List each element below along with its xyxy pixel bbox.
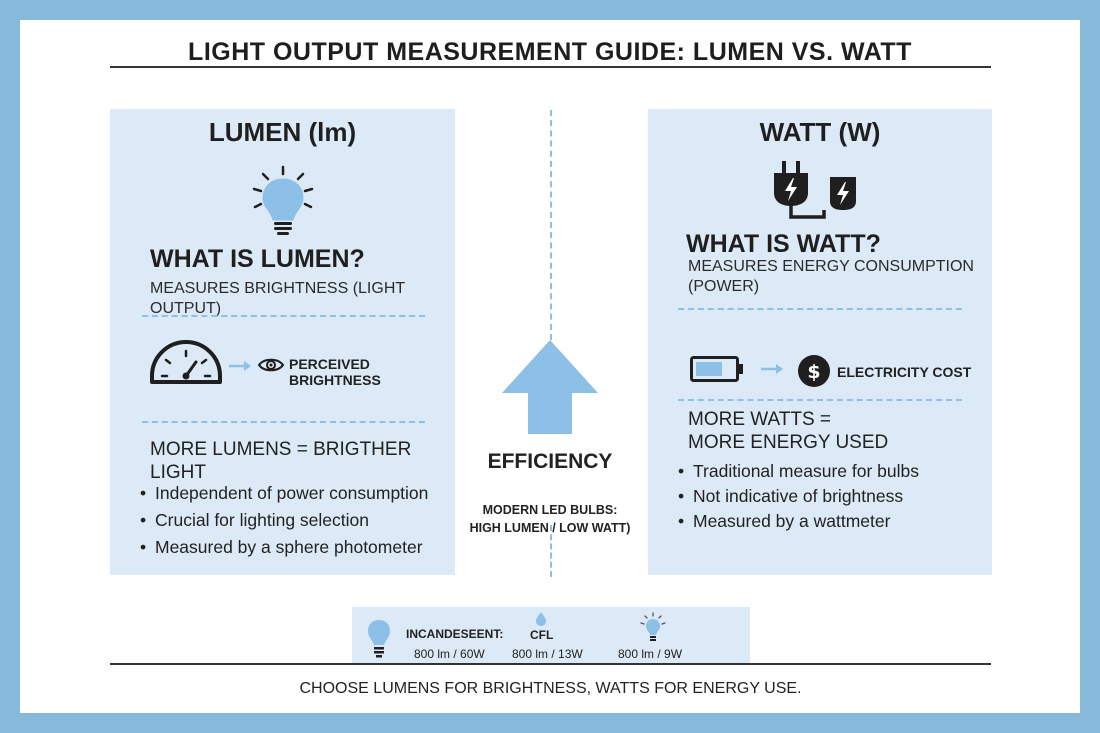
title-divider [110, 66, 991, 68]
list-item: Measured by a wattmeter [678, 509, 919, 534]
center-divider-bottom [550, 525, 552, 577]
led-bulb-icon [639, 612, 667, 649]
led-value: 800 lm / 9W [618, 647, 683, 661]
gauge-icon [148, 338, 224, 391]
battery-icon [690, 356, 744, 387]
watt-divider-1 [678, 308, 962, 310]
watt-title: WATT (W) [759, 117, 881, 147]
eye-icon [257, 356, 285, 379]
watt-claim-line-1: MORE WATTS = [688, 409, 832, 430]
watt-divider-2 [678, 399, 962, 401]
lumen-subtitle: MEASURES BRIGHTNESS (LIGHT OUTPUT) [150, 280, 405, 317]
lumen-heading: WHAT IS LUMEN? [150, 245, 365, 273]
watt-subtitle: MEASURES ENERGY CONSUMPTION (POWER) [688, 257, 974, 297]
watt-subtitle-line-1: MEASURES ENERGY CONSUMPTION [688, 258, 974, 275]
incandescent-bulb-icon [366, 618, 392, 663]
lumen-title: LUMEN (lm) [208, 117, 357, 147]
page-title: LIGHT OUTPUT MEASUREMENT GUIDE: LUMEN VS… [188, 38, 912, 66]
cfl-label: CFL [530, 628, 554, 642]
watt-claim-line-2: MORE ENERGY USED [688, 432, 889, 453]
dollar-coin-icon: $ [797, 354, 831, 393]
footer-note: CHOOSE LUMENS FOR BRIGHTNESS, WATTS FOR … [299, 680, 802, 697]
watt-bullets: Traditional measure for bulbs Not indica… [678, 459, 919, 534]
light-bulb-icon [249, 165, 317, 244]
efficiency-note-line-1: MODERN LED BULBS: [482, 503, 618, 517]
watt-heading: WHAT IS WATT? [686, 230, 881, 258]
lumen-claim: MORE LUMENS = BRIGTHER LIGHT [150, 439, 412, 483]
incandescent-label: INCANDESEENT: [406, 627, 504, 641]
infographic-frame: LIGHT OUTPUT MEASUREMENT GUIDE: LUMEN VS… [20, 20, 1080, 713]
center-divider-top [550, 110, 552, 340]
lumen-divider-2 [142, 421, 425, 423]
arrow-right-icon [760, 362, 784, 380]
efficiency-note: MODERN LED BULBS: HIGH LUMEN / LOW WATT) [450, 501, 650, 537]
efficiency-note-line-2: HIGH LUMEN / LOW WATT) [469, 521, 631, 535]
up-arrow-icon [500, 338, 600, 441]
cfl-bulb-icon [535, 611, 547, 632]
list-item: Not indicative of brightness [678, 484, 919, 509]
bulb-comparison-strip: INCANDESEENT: 800 lm / 60W CFL 800 lm / … [352, 607, 750, 663]
lumen-bullets: Independent of power consumption Crucial… [140, 480, 428, 561]
arrow-right-icon [228, 359, 252, 377]
cfl-value: 800 lm / 13W [512, 647, 583, 661]
incandescent-value: 800 lm / 60W [414, 647, 485, 661]
list-item: Traditional measure for bulbs [678, 459, 919, 484]
power-plug-icon [772, 161, 872, 236]
list-item: Crucial for lighting selection [140, 507, 428, 534]
list-item: Independent of power consumption [140, 480, 428, 507]
lumen-card: LUMEN (lm) WHAT IS LUMEN? MEASURES [110, 109, 455, 575]
watt-card: WATT (W) WHAT IS WATT? MEASURES ENERGY C… [648, 109, 992, 575]
watt-flow-label: ELECTRICITY COST [837, 364, 972, 380]
lumen-divider-1 [142, 315, 425, 317]
efficiency-label: EFFICIENCY [487, 450, 613, 473]
watt-subtitle-line-2: (POWER) [688, 278, 760, 295]
list-item: Measured by a sphere photometer [140, 534, 428, 561]
footer-divider [110, 663, 991, 665]
watt-claim: MORE WATTS = MORE ENERGY USED [688, 408, 888, 454]
svg-text:$: $ [807, 361, 820, 383]
lumen-flow-label: PERCEIVED BRIGHTNESS [289, 356, 381, 388]
